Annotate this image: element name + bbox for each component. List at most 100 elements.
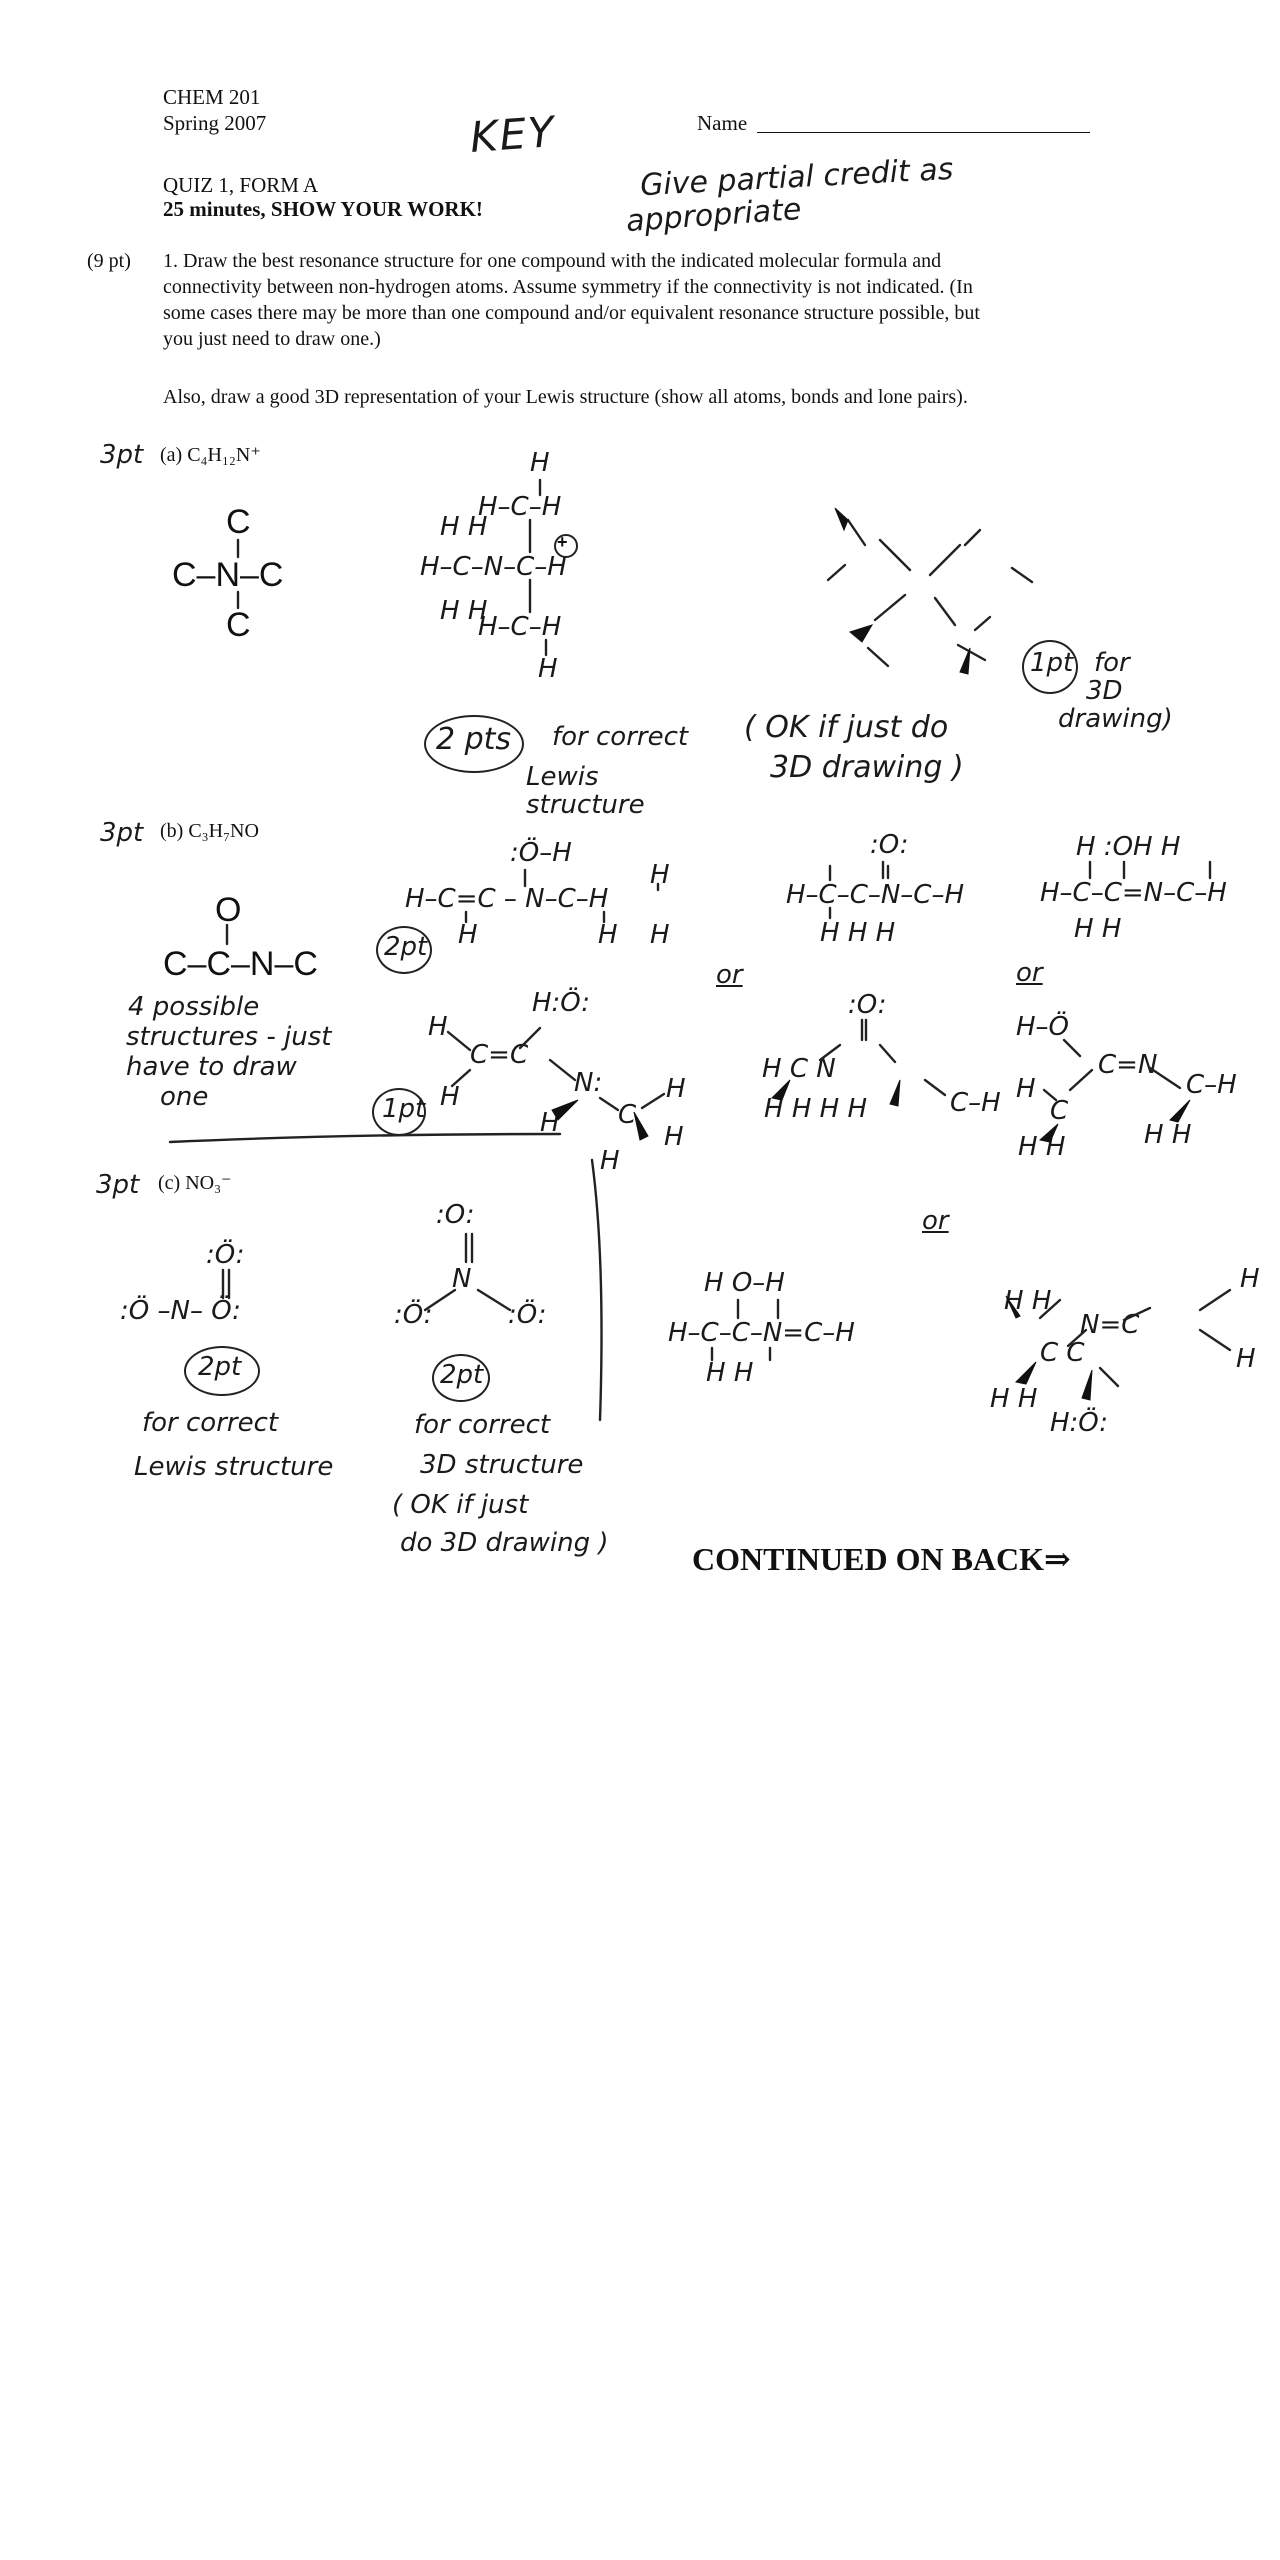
part-b-s2-hs: H H H	[820, 918, 896, 948]
question1-prompt-line3: some cases there may be more than one co…	[163, 302, 980, 324]
part-b-lewis-credit: 2pt	[384, 932, 428, 962]
part-a-lewis-line7: H	[538, 654, 558, 684]
quiz-instructions: 25 minutes, SHOW YOUR WORK!	[163, 197, 483, 221]
part-c-3d-note-line4: do 3D drawing )	[400, 1528, 609, 1558]
part-b-s4-hs: H H	[706, 1358, 754, 1388]
part-c-3d-note-line1: for correct	[414, 1410, 551, 1440]
part-b-skeleton-bottom: C–C–N–C	[163, 945, 318, 983]
part-a-3d-note-line3: drawing)	[1058, 704, 1173, 734]
part-b-s5-hs: H H	[990, 1384, 1038, 1414]
part-b-lewis-main: H–C=C – N–C–H	[405, 884, 609, 914]
part-b-s2-o: :O:	[870, 830, 909, 860]
part-b-s5-top: H H	[1004, 1286, 1052, 1316]
part-b-s2-main: H–C–C–N–C–H	[786, 880, 965, 910]
part-b-s5-c: C C	[1040, 1338, 1085, 1368]
part-b-s5-h2: H	[1236, 1344, 1256, 1374]
part-c-3d-o-left: :Ö:	[394, 1300, 433, 1330]
part-c-lewis-credit: 2pt	[198, 1352, 242, 1382]
question1-prompt-also: Also, draw a good 3D representation of y…	[163, 386, 968, 408]
part-b-lewis-h-up: H	[650, 860, 670, 890]
part-b-s4-top: H O–H	[704, 1268, 785, 1298]
part-b-s5-nc: N=C	[1080, 1310, 1140, 1340]
part-b-3d3-hs: H H	[1018, 1132, 1066, 1162]
part-b-3d2-hs: H H H H	[764, 1094, 867, 1124]
part-b-lewis-h-down: H	[650, 920, 670, 950]
part-b-s4-main: H–C–C–N=C–H	[668, 1318, 855, 1348]
part-b-label: (b) C₃H₇NO	[160, 820, 259, 842]
part-c-lewis-main: :Ö –N– Ö:	[120, 1296, 241, 1326]
part-a-lewis-line1: H	[530, 448, 550, 478]
part-c-lewis-o-top: :Ö:	[206, 1240, 245, 1270]
part-b-or-3: or	[922, 1206, 949, 1236]
part-b-3d3-oh: H–Ö	[1016, 1012, 1070, 1042]
part-b-3d3-c2: C–H	[1186, 1070, 1237, 1100]
course-name: CHEM 201	[163, 85, 261, 109]
part-c-points-mark: 3pt	[96, 1170, 140, 1200]
name-label: Name	[697, 111, 748, 135]
separator-line	[168, 1132, 562, 1144]
part-a-lewis-note-line2: Lewis	[526, 762, 599, 792]
part-a-charge-circle	[554, 534, 578, 558]
part-b-or-2: or	[1016, 958, 1043, 988]
part-b-3d2-c: H C N	[762, 1054, 836, 1084]
question1-prompt-line4: you just need to draw one.)	[163, 328, 381, 350]
part-a-label: (a) C₄H₁₂N⁺	[160, 444, 261, 466]
part-c-lewis-credit-circle	[184, 1346, 260, 1396]
question1-points: (9 pt)	[87, 250, 131, 272]
part-a-lewis-note-line3: structure	[526, 790, 645, 820]
part-b-lewis-h-left: H	[458, 920, 478, 950]
part-b-3d3-hs2: H H	[1144, 1120, 1192, 1150]
part-b-lewis-h-mid: H	[598, 920, 618, 950]
part-a-lewis-line3: H H	[440, 512, 488, 542]
part-a-lewis-line4: H–C–N–C–H	[420, 552, 567, 582]
part-b-lewis-oh: :Ö–H	[510, 838, 572, 868]
part-b-3d-n: N:	[574, 1068, 603, 1098]
question1-prompt-line2: connectivity between non-hydrogen atoms.…	[163, 276, 973, 298]
part-b-3d2-o: :O:	[848, 990, 887, 1020]
name-field-line	[757, 132, 1090, 133]
part-b-3d-credit: 1pt	[382, 1094, 426, 1124]
part-a-charge: +	[557, 532, 568, 552]
part-a-skeleton-bottom: C	[226, 606, 251, 644]
divider-vertical	[590, 1158, 603, 1422]
continued-on-back: CONTINUED ON BACK⇒	[692, 1541, 1071, 1577]
part-b-3d-h4: H	[666, 1074, 686, 1104]
part-c-3d-n: N	[452, 1264, 472, 1294]
part-b-3d-c2: C	[618, 1100, 637, 1130]
part-b-lewis-credit-circle	[376, 926, 432, 974]
part-a-lewis-credit: 2 pts	[436, 722, 512, 757]
part-a-skeleton-middle: C–N–C	[172, 556, 284, 594]
part-b-note-line1: 4 possible	[128, 992, 260, 1022]
part-b-s3-main: H–C–C=N–C–H	[1040, 878, 1227, 908]
part-a-lewis-note-line1: for correct	[552, 722, 689, 752]
part-a-3d-note-line2: 3D	[1086, 676, 1123, 706]
part-b-points-mark: 3pt	[100, 818, 144, 848]
part-b-s5-oh: H:Ö:	[1050, 1408, 1109, 1438]
part-c-3d-o-top: :O:	[436, 1200, 475, 1230]
part-b-3d-o: H:Ö:	[532, 988, 591, 1018]
part-b-3d-h6: H	[600, 1146, 620, 1176]
part-b-s5-h1: H	[1240, 1264, 1260, 1294]
part-c-3d-o-right: :Ö:	[508, 1300, 547, 1330]
part-c-lewis-note-line1: for correct	[142, 1408, 279, 1438]
part-a-3d-credit-circle	[1022, 640, 1078, 694]
part-a-3d-credit: 1pt	[1030, 648, 1074, 678]
part-a-skeleton-top: C	[226, 503, 251, 541]
part-a-lewis-line6: H–C–H	[478, 612, 562, 642]
key-mark: KEY	[468, 107, 558, 162]
part-a-lewis-line5: H H	[440, 596, 488, 626]
part-b-note-line4: one	[160, 1082, 209, 1112]
part-a-ok-note-line2: 3D drawing )	[770, 750, 964, 785]
quiz-title: QUIZ 1, FORM A	[163, 173, 319, 197]
part-b-3d2-c3: C–H	[950, 1088, 1001, 1118]
part-c-label: (c) NO₃⁻	[158, 1172, 232, 1194]
course-term: Spring 2007	[163, 111, 267, 135]
part-c-3d-credit-circle	[432, 1354, 490, 1402]
part-a-ok-note-line1: ( OK if just do	[744, 710, 949, 745]
part-b-3d3-cn: C=N	[1098, 1050, 1158, 1080]
part-c-3d-credit: 2pt	[440, 1360, 484, 1390]
part-b-3d3-h: H	[1016, 1074, 1036, 1104]
part-c-3d-note-line2: 3D structure	[420, 1450, 584, 1480]
part-b-note-line2: structures - just	[126, 1022, 332, 1052]
